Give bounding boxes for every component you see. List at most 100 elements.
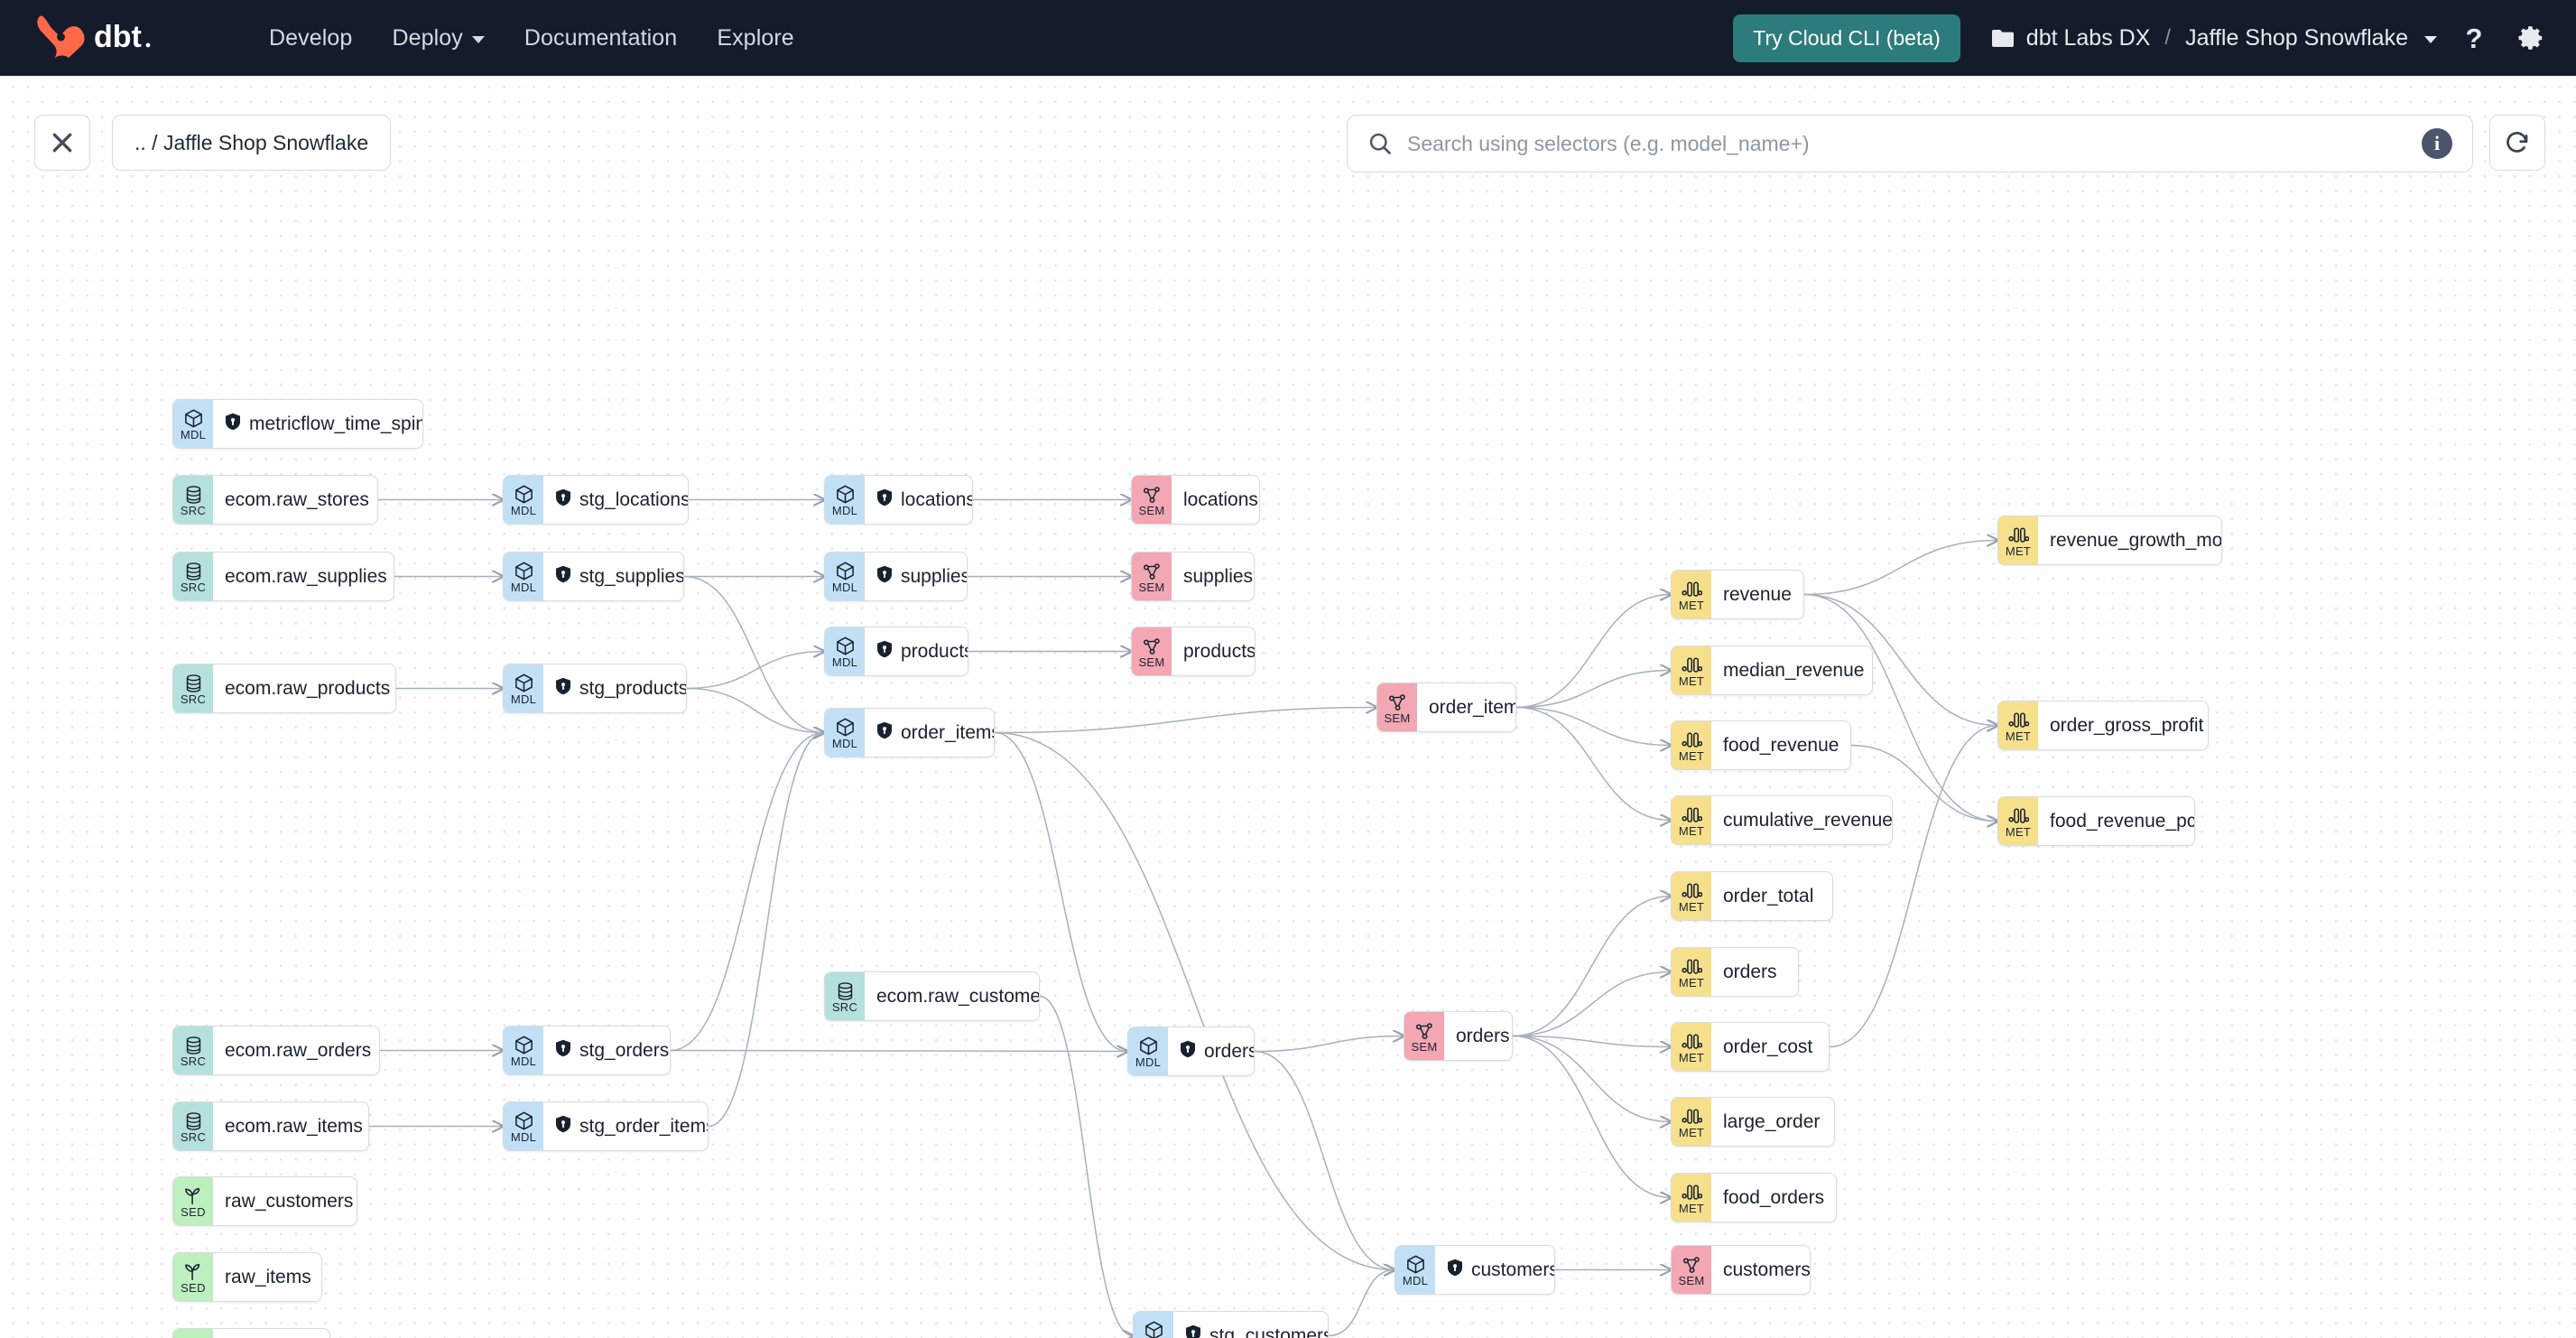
nav-link-explore[interactable]: Explore <box>697 16 813 60</box>
search-input[interactable] <box>1407 131 2422 156</box>
node-type-badge-mdl: MDL <box>825 709 865 757</box>
public-access-shield-icon <box>876 721 893 745</box>
nav-link-documentation[interactable]: Documentation <box>505 16 697 60</box>
lineage-edge <box>1515 671 1671 709</box>
dbt-logo[interactable]: dbt <box>32 13 184 63</box>
node-type-badge-met: MET <box>1672 948 1711 996</box>
node-type-badge-sed: SED <box>173 1329 213 1338</box>
node-type-label: MET <box>2005 544 2032 558</box>
node-type-badge-src: SRC <box>173 476 213 524</box>
breadcrumb-account[interactable]: dbt Labs DX <box>2025 24 2151 51</box>
node-type-badge-met: MET <box>1672 721 1711 769</box>
node-type-badge-sem: SEM <box>1132 553 1172 600</box>
node-type-label: SEM <box>1678 1274 1705 1287</box>
node-type-label: SRC <box>180 1130 207 1144</box>
node-label: stg_customers <box>1209 1325 1329 1338</box>
cube-icon <box>514 562 534 581</box>
lineage-edge <box>1515 706 1671 746</box>
nav-link-deploy[interactable]: Deploy <box>372 16 504 60</box>
bar-chart-icon <box>1681 655 1702 674</box>
try-cloud-cli-button[interactable]: Try Cloud CLI (beta) <box>1733 14 1960 62</box>
graph-nodes-icon <box>1142 562 1162 581</box>
lineage-edge <box>686 687 824 733</box>
selector-search-bar[interactable]: i <box>1347 115 2473 172</box>
settings-button[interactable] <box>2511 17 2553 59</box>
node-type-label: SRC <box>180 1055 207 1068</box>
node-type-label: SRC <box>180 692 207 706</box>
close-lineage-button[interactable] <box>34 115 90 171</box>
node-label: order_gross_profit <box>2050 715 2204 736</box>
node-type-label: MDL <box>831 655 858 669</box>
node-body: stg_orders <box>543 1027 670 1074</box>
node-label: supplies <box>901 566 968 587</box>
node-body: raw_orders <box>213 1329 329 1338</box>
help-button[interactable]: ? <box>2453 17 2495 59</box>
node-label: customers <box>1723 1259 1811 1280</box>
lineage-graph-canvas[interactable]: .. / Jaffle Shop Snowflake i MDLmetricfl… <box>0 76 2576 1338</box>
breadcrumb-project[interactable]: Jaffle Shop Snowflake <box>2185 24 2408 51</box>
info-icon[interactable]: i <box>2422 128 2452 159</box>
database-icon <box>184 562 203 581</box>
node-type-badge-met: MET <box>1672 872 1711 920</box>
lineage-edges-layer <box>369 76 2576 1338</box>
nav-link-develop[interactable]: Develop <box>249 16 372 60</box>
lineage-breadcrumb-button[interactable]: .. / Jaffle Shop Snowflake <box>112 115 392 171</box>
node-label: orders <box>1456 1026 1510 1046</box>
lineage-edge <box>683 575 824 733</box>
node-label: ecom.raw_items <box>225 1116 363 1137</box>
node-type-badge-met: MET <box>1672 646 1711 694</box>
node-type-label: MET <box>1678 1202 1705 1215</box>
node-type-label: SRC <box>180 581 207 594</box>
graph-node-ecom_raw_items[interactable]: SRC ecom.raw_items <box>172 1101 369 1151</box>
dbt-wordmark: dbt <box>94 20 151 54</box>
graph-node-ecom_raw_stores[interactable]: SRC ecom.raw_stores <box>172 475 378 525</box>
node-type-label: MDL <box>831 737 858 750</box>
database-icon <box>836 981 855 1000</box>
graph-node-sem_customers[interactable]: SEM customers <box>1671 1245 1811 1295</box>
seedling-icon <box>183 1262 203 1281</box>
refresh-graph-button[interactable] <box>2489 115 2545 171</box>
chevron-down-icon[interactable] <box>2424 36 2437 43</box>
node-label: ecom.raw_stores <box>225 489 369 510</box>
node-label: stg_order_items <box>579 1116 709 1137</box>
public-access-shield-icon <box>876 640 893 664</box>
primary-nav-links: Develop Deploy Documentation Explore <box>249 16 814 60</box>
